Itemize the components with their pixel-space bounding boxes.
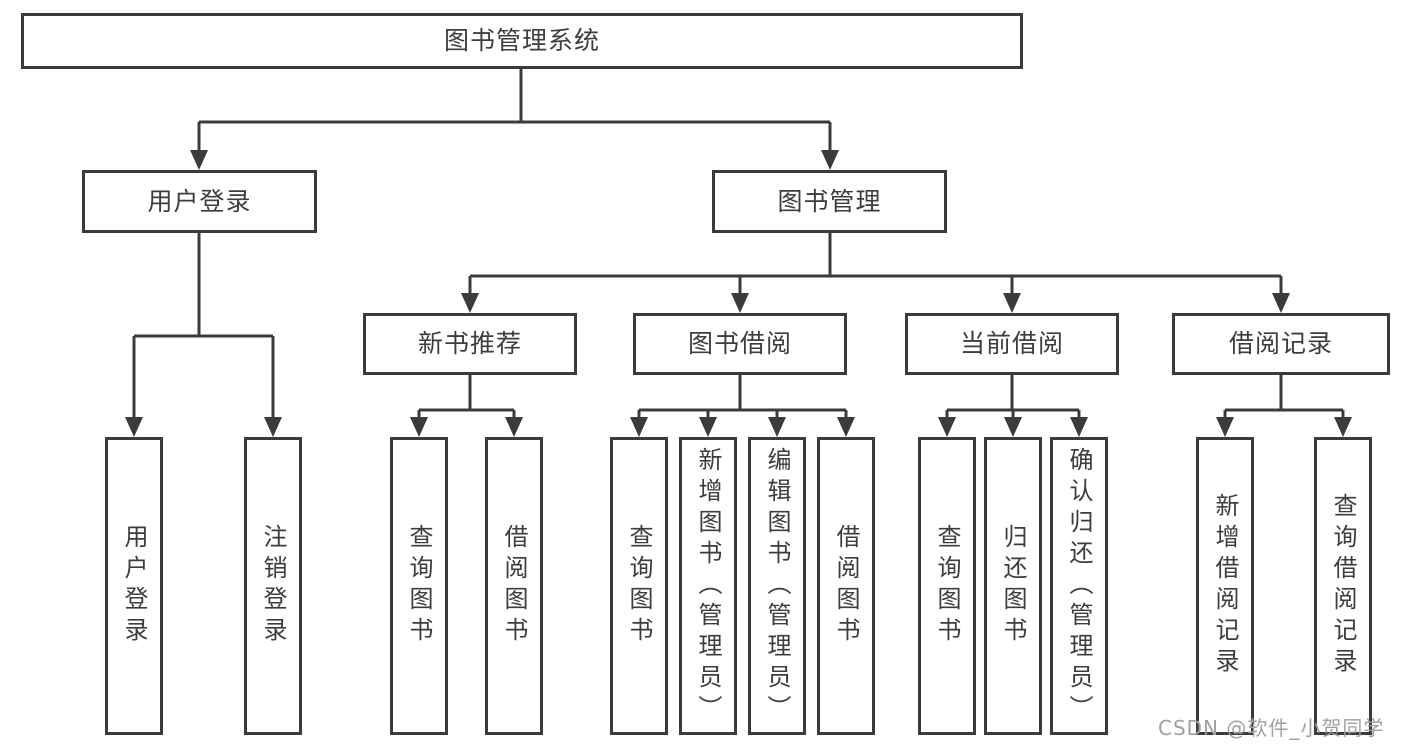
leaf-recommend-query-books: 查询图书 — [390, 437, 448, 735]
node-current-borrow: 当前借阅 — [905, 313, 1119, 375]
leaf-logout-action-label: 注销登录 — [259, 524, 287, 648]
leaf-current-query-books-label: 查询图书 — [933, 524, 961, 648]
node-book-management: 图书管理 — [712, 170, 947, 233]
leaf-user-login-action-label: 用户登录 — [120, 524, 148, 648]
leaf-borrow-borrow-books: 借阅图书 — [817, 437, 875, 735]
node-current-borrow-label: 当前借阅 — [959, 329, 1064, 358]
node-borrow-records-label: 借阅记录 — [1228, 329, 1333, 358]
node-user-login: 用户登录 — [82, 170, 317, 233]
leaf-borrow-edit-books-admin-label: 编辑图书（管理员） — [763, 446, 791, 726]
leaf-borrow-edit-books-admin: 编辑图书（管理员） — [748, 437, 806, 735]
leaf-recommend-borrow-books: 借阅图书 — [485, 437, 543, 735]
node-borrow-records: 借阅记录 — [1172, 313, 1390, 375]
csdn-watermark: CSDN @软件_小贺同学 — [1158, 716, 1385, 740]
leaf-current-return-books-label: 归还图书 — [999, 524, 1027, 648]
leaf-current-confirm-return-admin: 确认归还（管理员） — [1050, 437, 1108, 735]
node-book-borrow: 图书借阅 — [633, 313, 847, 375]
leaf-borrow-query-books-label: 查询图书 — [625, 524, 653, 648]
leaf-records-query-record: 查询借阅记录 — [1314, 437, 1372, 735]
leaf-recommend-borrow-books-label: 借阅图书 — [500, 524, 528, 648]
node-book-borrow-label: 图书借阅 — [687, 329, 792, 358]
leaf-logout-action: 注销登录 — [244, 437, 302, 735]
leaf-borrow-add-books-admin-label: 新增图书（管理员） — [694, 446, 722, 726]
leaf-records-add-record: 新增借阅记录 — [1196, 437, 1254, 735]
leaf-current-query-books: 查询图书 — [918, 437, 976, 735]
node-book-management-label: 图书管理 — [777, 186, 882, 216]
leaf-current-return-books: 归还图书 — [984, 437, 1042, 735]
leaf-user-login-action: 用户登录 — [105, 437, 163, 735]
leaf-current-confirm-return-admin-label: 确认归还（管理员） — [1065, 446, 1093, 726]
leaf-records-add-record-label: 新增借阅记录 — [1211, 493, 1239, 679]
leaf-borrow-query-books: 查询图书 — [610, 437, 668, 735]
node-new-book-recommend-label: 新书推荐 — [417, 329, 522, 358]
node-root-label: 图书管理系统 — [443, 26, 600, 55]
node-root: 图书管理系统 — [21, 13, 1023, 69]
arrowheads — [125, 150, 1352, 437]
leaf-borrow-borrow-books-label: 借阅图书 — [832, 524, 860, 648]
leaf-recommend-query-books-label: 查询图书 — [405, 524, 433, 648]
node-new-book-recommend: 新书推荐 — [363, 313, 577, 375]
leaf-records-query-record-label: 查询借阅记录 — [1329, 493, 1357, 679]
node-user-login-label: 用户登录 — [147, 186, 252, 216]
leaf-borrow-add-books-admin: 新增图书（管理员） — [679, 437, 737, 735]
